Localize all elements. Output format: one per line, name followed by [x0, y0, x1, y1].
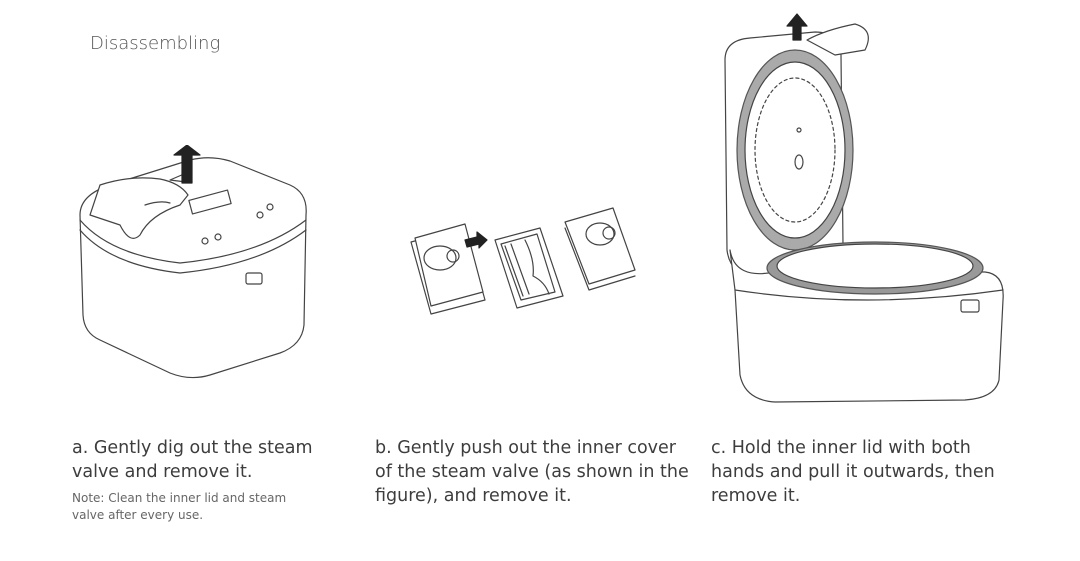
- step-a-note: Note: Clean the inner lid and steam valv…: [72, 491, 287, 522]
- step-c-caption: c. Hold the inner lid with both hands an…: [711, 438, 995, 506]
- section-heading: Disassembling: [90, 33, 221, 54]
- step-b: b. Gently push out the inner cover of th…: [375, 436, 690, 508]
- illustration-steam-valve-parts: [410, 207, 636, 315]
- illustration-remove-steam-valve: [79, 145, 307, 379]
- step-a: a. Gently dig out the steam valve and re…: [72, 436, 392, 524]
- step-a-caption: a. Gently dig out the steam valve and re…: [72, 438, 313, 482]
- step-c: c. Hold the inner lid with both hands an…: [711, 436, 1011, 508]
- step-b-caption: b. Gently push out the inner cover of th…: [375, 438, 689, 506]
- illustration-remove-inner-lid: [724, 13, 1004, 403]
